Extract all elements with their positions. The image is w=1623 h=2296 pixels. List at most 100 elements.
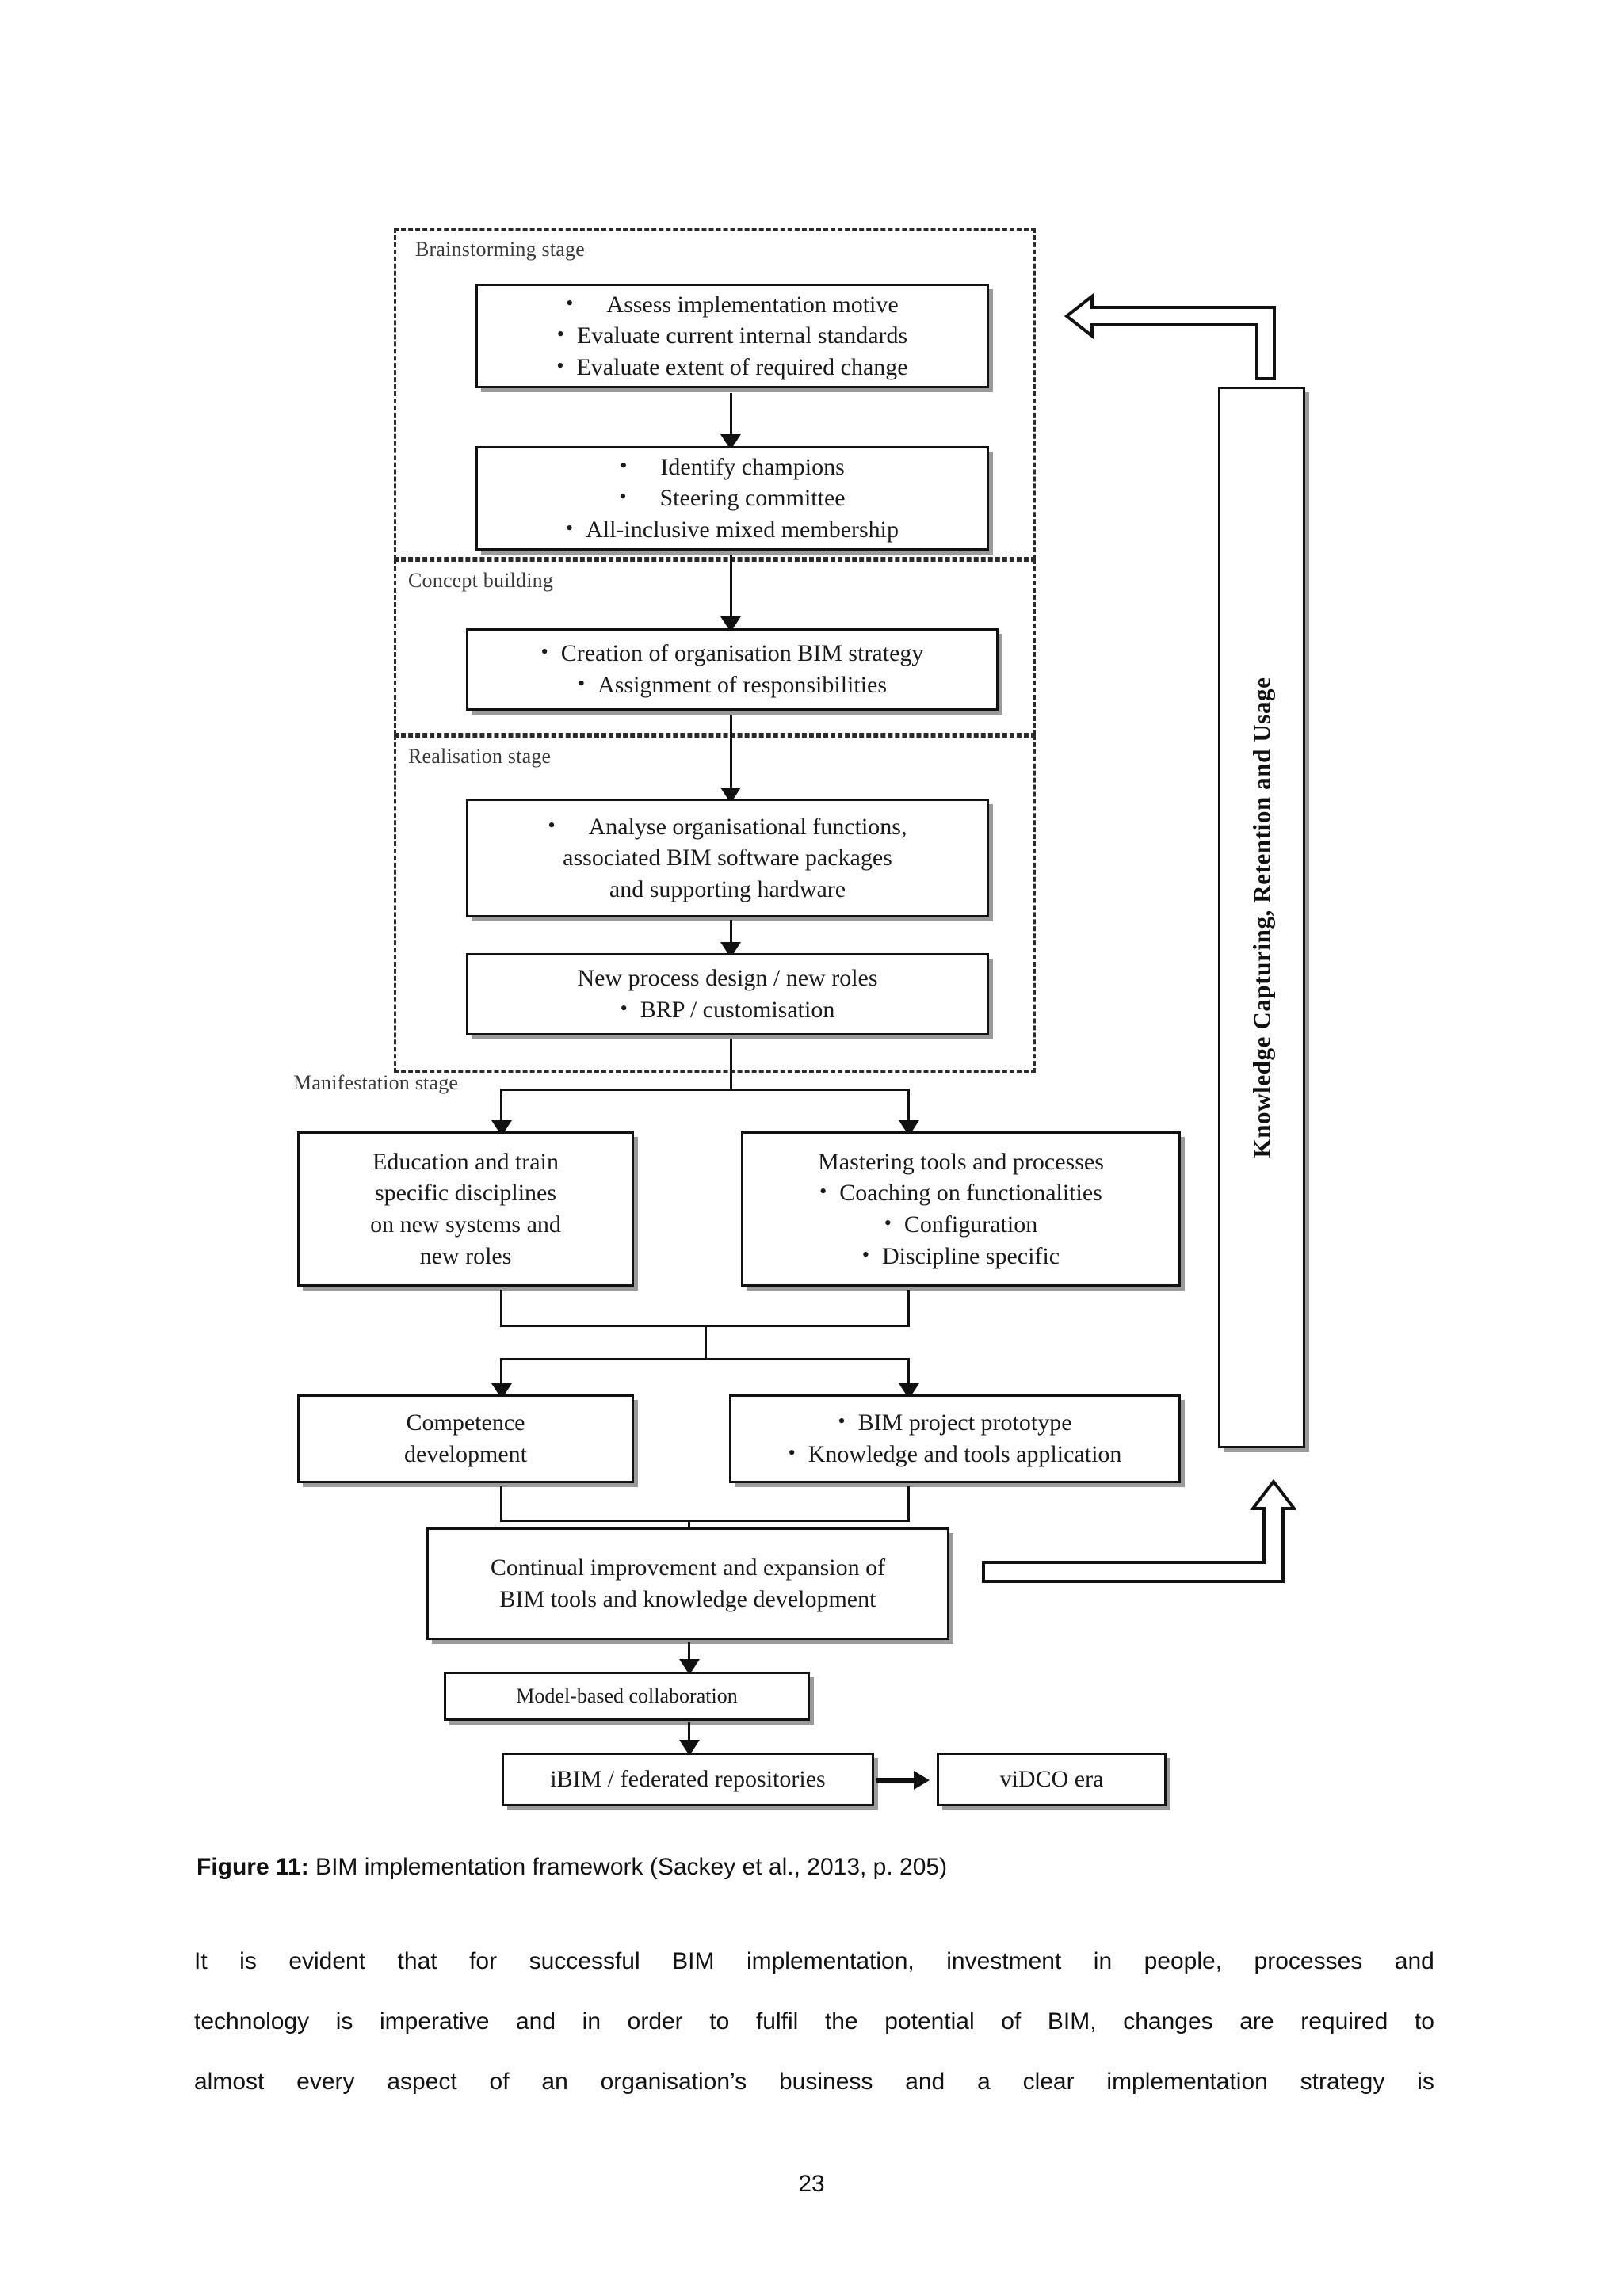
body-word: of bbox=[1001, 2008, 1022, 2035]
sidebar-knowledge-capturing: Knowledge Capturing, Retention and Usage bbox=[1218, 387, 1305, 1448]
body-word: in bbox=[582, 2008, 601, 2035]
connector-manifestation-split-bar bbox=[500, 1089, 910, 1091]
body-word: in bbox=[1093, 1948, 1113, 1974]
body-word: BIM, bbox=[1047, 2008, 1097, 2035]
body-word: order bbox=[627, 2008, 683, 2035]
box-bim-strategy: Creation of organisation BIM strategy As… bbox=[466, 628, 999, 711]
box-prototype-line-1: BIM project prototype bbox=[838, 1407, 1072, 1439]
body-word: almost bbox=[194, 2069, 265, 2095]
box-analyse-line-2: associated BIM software packages bbox=[563, 845, 892, 871]
body-word: is bbox=[335, 2008, 353, 2035]
box-assess-line-1: Assess implementation motive bbox=[566, 289, 898, 321]
stage-label-manifestation: Manifestation stage bbox=[293, 1071, 459, 1094]
box-new-process-design: New process design / new roles BRP / cus… bbox=[466, 953, 989, 1035]
box-strategy-line-1: Creation of organisation BIM strategy bbox=[541, 638, 924, 669]
box-assess-implementation: Assess implementation motive Evaluate cu… bbox=[475, 284, 989, 388]
box-analyse-line-3: and supporting hardware bbox=[609, 875, 846, 902]
body-word: people, bbox=[1144, 1948, 1223, 1974]
body-word: BIM bbox=[672, 1948, 715, 1974]
figure-caption: Figure 11: BIM implementation framework … bbox=[197, 1854, 947, 1881]
figure-bim-implementation-framework: Brainstorming stage Concept building Rea… bbox=[0, 0, 1623, 1798]
box-continual-line-2: BIM tools and knowledge development bbox=[499, 1586, 876, 1612]
body-word: for bbox=[469, 1948, 498, 1974]
body-word: potential bbox=[884, 2008, 975, 2035]
body-word: is bbox=[239, 1948, 257, 1974]
body-word: strategy bbox=[1300, 2069, 1385, 2095]
connector-strategy-to-analyse bbox=[730, 715, 732, 794]
connector-mastering-down bbox=[907, 1290, 910, 1326]
body-word: and bbox=[905, 2069, 945, 2095]
body-word: clear bbox=[1022, 2069, 1075, 2095]
box-assess-line-2: Evaluate current internal standards bbox=[557, 320, 907, 352]
box-strategy-line-2: Assignment of responsibilities bbox=[578, 669, 887, 701]
box-vidco-line-1: viDCO era bbox=[999, 1766, 1104, 1793]
body-word: technology bbox=[194, 2008, 310, 2035]
box-collaboration-line-1: Model-based collaboration bbox=[516, 1684, 738, 1707]
body-word: changes bbox=[1123, 2008, 1213, 2035]
box-champions-line-1: Identify champions bbox=[620, 452, 844, 483]
box-mastering-line-2: Coaching on functionalities bbox=[819, 1177, 1102, 1209]
body-word: to bbox=[709, 2008, 730, 2035]
body-word: an bbox=[541, 2069, 568, 2095]
connector-assess-to-champions bbox=[730, 393, 732, 441]
connector-merge-bar-continual bbox=[500, 1520, 910, 1522]
body-word: successful bbox=[529, 1948, 640, 1974]
body-word: are bbox=[1239, 2008, 1274, 2035]
dashed-container-concept-building bbox=[394, 559, 1036, 735]
box-model-based-collaboration: Model-based collaboration bbox=[444, 1672, 810, 1721]
box-mastering-line-3: Configuration bbox=[884, 1209, 1037, 1241]
arrowhead-collaboration-to-ibim bbox=[679, 1740, 700, 1756]
box-process-line-1: New process design / new roles bbox=[577, 965, 878, 992]
connector-prototype-down bbox=[907, 1486, 910, 1521]
figure-caption-prefix: Figure 11: bbox=[197, 1854, 309, 1880]
connector-champions-to-strategy bbox=[730, 555, 732, 623]
dashed-container-realisation bbox=[394, 735, 1036, 1073]
box-education-line-1: Education and train bbox=[372, 1148, 559, 1175]
box-education-line-4: new roles bbox=[419, 1242, 512, 1269]
stage-label-realisation: Realisation stage bbox=[408, 745, 552, 768]
body-word: aspect bbox=[387, 2069, 457, 2095]
connector-process-to-split bbox=[730, 1039, 732, 1091]
body-word: that bbox=[397, 1948, 437, 1974]
box-competence-development: Competence development bbox=[297, 1394, 634, 1483]
body-word: It bbox=[194, 1948, 208, 1974]
box-vidco-era: viDCO era bbox=[937, 1753, 1167, 1806]
body-word: investment bbox=[946, 1948, 1062, 1974]
connector-split-to-mastering bbox=[907, 1089, 910, 1127]
body-word: fulfil bbox=[755, 2008, 799, 2035]
connector-split-to-education bbox=[500, 1089, 502, 1127]
figure-caption-text: BIM implementation framework (Sackey et … bbox=[308, 1854, 948, 1880]
body-word: the bbox=[824, 2008, 858, 2035]
connector-ibim-to-vidco bbox=[876, 1778, 918, 1783]
body-word: and bbox=[1394, 1948, 1434, 1974]
box-competence-line-1: Competence bbox=[406, 1409, 525, 1436]
body-word: business bbox=[778, 2069, 873, 2095]
feedback-arrow-bottom bbox=[982, 1478, 1296, 1583]
box-identify-champions: Identify champions Steering committee Al… bbox=[475, 446, 989, 551]
body-word: of bbox=[489, 2069, 510, 2095]
body-word: and bbox=[516, 2008, 556, 2035]
connector-education-down bbox=[500, 1290, 502, 1326]
box-prototype-line-2: Knowledge and tools application bbox=[789, 1439, 1122, 1470]
box-assess-line-3: Evaluate extent of required change bbox=[556, 352, 907, 383]
connector-competence-down bbox=[500, 1486, 502, 1521]
arrowhead-ibim-to-vidco bbox=[914, 1771, 930, 1790]
body-word: required bbox=[1300, 2008, 1388, 2035]
box-continual-line-1: Continual improvement and expansion of bbox=[490, 1554, 886, 1581]
box-continual-improvement: Continual improvement and expansion of B… bbox=[426, 1527, 949, 1640]
body-word: imperative bbox=[380, 2008, 490, 2035]
box-process-line-2: BRP / customisation bbox=[621, 994, 835, 1026]
body-word: to bbox=[1414, 2008, 1434, 2035]
body-word: implementation, bbox=[746, 1948, 915, 1974]
connector-analyse-to-process bbox=[730, 920, 732, 948]
dashed-container-brainstorming bbox=[394, 228, 1036, 559]
box-analyse-line-1: Analyse organisational functions, bbox=[548, 811, 907, 843]
box-competence-line-2: development bbox=[404, 1441, 527, 1467]
box-bim-project-prototype: BIM project prototype Knowledge and tool… bbox=[729, 1394, 1181, 1483]
box-champions-line-2: Steering committee bbox=[619, 482, 846, 514]
connector-continual-to-collaboration bbox=[688, 1642, 690, 1673]
stage-label-brainstorming: Brainstorming stage bbox=[415, 238, 585, 261]
